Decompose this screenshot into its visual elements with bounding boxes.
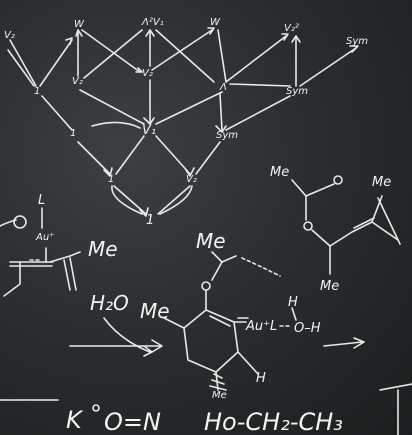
label-aul: Au⁺L	[245, 319, 277, 334]
label-me-left: Me	[88, 237, 118, 261]
node-v2-top-left: V₂	[4, 30, 15, 41]
node-v2-top-right: V₂²	[284, 23, 299, 34]
node-one-bottom: 1	[146, 213, 154, 228]
label-h: H	[288, 295, 298, 310]
label-me-center-top: Me	[196, 229, 226, 253]
node-v1-center: V₁	[142, 123, 156, 138]
node-v2-lower-right: V₂	[186, 174, 197, 185]
label-ho-ch2-ch3: Ho-CH₂-CH₃	[204, 408, 343, 435]
center-reaction: Me Me H₂O Au⁺L H O–H Me H	[69, 229, 365, 401]
label-k: K	[66, 406, 84, 434]
node-v2-left: V₂	[72, 76, 83, 87]
node-sym-top-right: Sym	[346, 36, 368, 47]
lattice-diagram: V₂ W Λ²V₁ W V₂² Sym 1 V₂ V₂ Λ Sym V₁ Sym…	[4, 17, 368, 228]
gold-complex-left: L Au⁺ Me	[0, 193, 118, 297]
label-me-right-lower: Me	[320, 279, 339, 294]
node-v2-mid: V₂	[142, 68, 153, 79]
node-sym-right: Sym	[286, 86, 308, 97]
label-me-center-bottom: Me	[212, 390, 227, 401]
node-one-lower-left: 1	[70, 128, 76, 139]
label-o-eq-n: O=N	[104, 408, 161, 435]
label-h-center-right: H	[256, 371, 266, 386]
node-lambda-right: Λ	[219, 82, 227, 93]
node-w-mid-top: W	[210, 17, 221, 28]
node-one-left: 1	[34, 86, 40, 97]
node-sym-center: Sym	[216, 130, 238, 141]
label-oh: O–H	[294, 321, 321, 336]
node-w-top: W	[74, 19, 85, 30]
label-l-left: L	[38, 193, 45, 208]
node-v2-lower-left: 1	[108, 174, 114, 185]
label-h2o: H₂O	[90, 291, 129, 315]
label-au-plus-left: Au⁺	[35, 232, 54, 243]
bottom-formulas: K O=N Ho-CH₂-CH₃	[0, 383, 412, 435]
lattice-arrowheads	[65, 27, 359, 217]
molecule-top-right: Me Me Me	[270, 165, 401, 294]
label-me-top-far-right: Me	[372, 175, 391, 190]
label-me-top-right: Me	[270, 165, 289, 180]
lattice-edges	[7, 29, 357, 215]
node-lambda2-v1: Λ²V₁	[141, 17, 164, 28]
